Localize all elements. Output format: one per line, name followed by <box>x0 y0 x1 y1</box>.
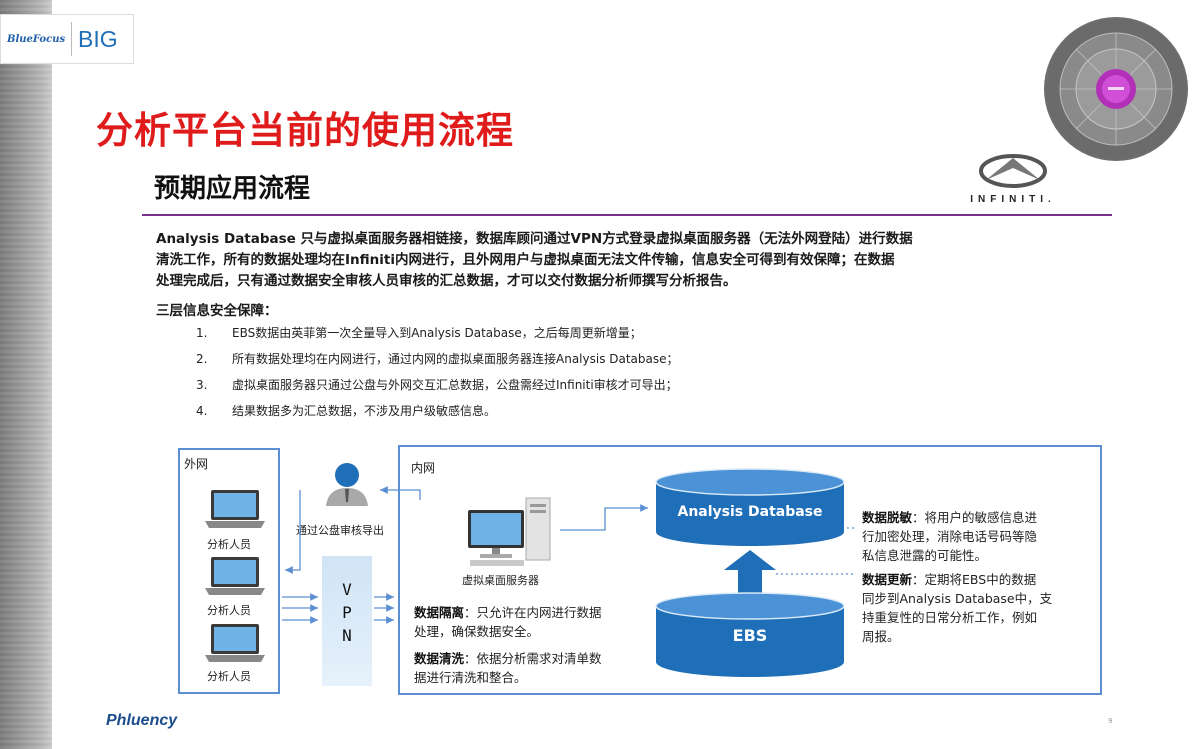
internal-network-label: 内网 <box>411 461 436 475</box>
note-data-isolation: 数据隔离：只允许在内网进行数据 处理，确保数据安全。 <box>414 603 602 641</box>
phluency-logo: Phluency <box>106 712 178 729</box>
list-text: EBS数据由英菲第一次全量导入到Analysis Database，之后每周更新… <box>232 326 642 340</box>
ebs-database-label: EBS <box>732 626 768 645</box>
laptop-icon <box>205 624 265 662</box>
wheel-icon <box>1046 19 1186 159</box>
external-network-label: 外网 <box>184 457 209 471</box>
list-number: 2. <box>196 352 208 366</box>
laptop-icon <box>205 557 265 595</box>
list-text: 所有数据处理均在内网进行，通过内网的虚拟桌面服务器连接Analysis Data… <box>232 352 679 366</box>
server-label: 虚拟桌面服务器 <box>462 574 539 587</box>
page-title: 分析平台当前的使用流程 <box>96 109 514 152</box>
note-data-cleaning: 数据清洗：依据分析需求对清单数 据进行清洗和整合。 <box>414 649 602 687</box>
logo-divider <box>71 22 72 56</box>
infiniti-emblem-icon <box>979 154 1047 188</box>
laptop-icon <box>205 490 265 528</box>
note-title: 数据隔离 <box>414 605 465 620</box>
intro-line: Analysis Database 只与虚拟桌面服务器相链接，数据库顾问通过VP… <box>156 231 913 247</box>
list-number: 4. <box>196 404 208 418</box>
note-text: ：定期将EBS中的数据 <box>912 572 1037 587</box>
virtual-desktop-server-icon <box>468 497 551 566</box>
list-number: 3. <box>196 378 208 392</box>
note-text: ：依据分析需求对清单数 <box>464 651 602 666</box>
note-line: 私信息泄露的可能性。 <box>862 548 988 563</box>
analyst-label: 分析人员 <box>207 604 251 617</box>
analysis-database-cylinder <box>655 468 845 546</box>
note-line: 数据更新：定期将EBS中的数据 <box>862 570 1052 589</box>
note-line: 行加密处理，消除电话号码等隐 <box>862 529 1038 544</box>
note-line: 数据隔离：只允许在内网进行数据 <box>414 603 602 622</box>
intro-line: 处理完成后，只有通过数据安全审核人员审核的汇总数据，才可以交付数据分析师撰写分析… <box>156 273 737 289</box>
note-line: 数据清洗：依据分析需求对清单数 <box>414 649 602 668</box>
note-line: 据进行清洗和整合。 <box>414 670 527 685</box>
sync-up-arrow-icon <box>724 550 776 594</box>
list-item: 1. EBS数据由英菲第一次全量导入到Analysis Database，之后每周… <box>196 324 679 350</box>
list-text: 结果数据多为汇总数据，不涉及用户级敏感信息。 <box>232 404 497 418</box>
security-heading: 三层信息安全保障： <box>156 303 278 319</box>
security-list: 1. EBS数据由英菲第一次全量导入到Analysis Database，之后每周… <box>196 324 679 428</box>
note-line: 同步到Analysis Database中，支 <box>862 591 1053 606</box>
vpn-letter: P <box>342 603 352 622</box>
reviewer-person-icon <box>326 463 368 506</box>
note-data-masking: 数据脱敏：将用户的敏感信息进 行加密处理，消除电话号码等隐 私信息泄露的可能性。 <box>862 508 1037 565</box>
infiniti-logo: INFINITI. <box>958 152 1068 212</box>
analyst-label: 分析人员 <box>207 670 251 683</box>
note-title: 数据清洗 <box>414 651 465 666</box>
note-line: 周报。 <box>862 629 900 644</box>
list-item: 4. 结果数据多为汇总数据，不涉及用户级敏感信息。 <box>196 402 679 428</box>
note-data-update: 数据更新：定期将EBS中的数据 同步到Analysis Database中，支 … <box>862 570 1052 646</box>
vpn-letter: V <box>342 580 352 599</box>
note-text: ：将用户的敏感信息进 <box>912 510 1038 525</box>
note-text: ：只允许在内网进行数据 <box>464 605 602 620</box>
list-number: 1. <box>196 326 208 340</box>
page-number: 9 <box>1108 717 1113 725</box>
bluefocus-logo: BlueFocus <box>7 33 66 45</box>
list-item: 2. 所有数据处理均在内网进行，通过内网的虚拟桌面服务器连接Analysis Da… <box>196 350 679 376</box>
big-logo: BIG <box>78 25 118 52</box>
list-item: 3. 虚拟桌面服务器只通过公盘与外网交互汇总数据，公盘需经过Infiniti审核才… <box>196 376 679 402</box>
title-divider <box>142 214 1112 216</box>
decorative-side-strip <box>0 0 52 749</box>
section-title: 预期应用流程 <box>154 174 311 204</box>
vpn-letter: N <box>342 626 352 645</box>
note-title: 数据更新 <box>862 572 913 587</box>
analyst-label: 分析人员 <box>207 538 251 551</box>
intro-paragraph: Analysis Database 只与虚拟桌面服务器相链接，数据库顾问通过VP… <box>156 229 1096 292</box>
analysis-database-label: Analysis Database <box>677 504 823 520</box>
vpn-label: V P N <box>322 578 372 647</box>
infiniti-wordmark: INFINITI. <box>970 194 1056 205</box>
company-logo: BlueFocus BIG <box>0 14 134 64</box>
intro-line: 清洗工作，所有的数据处理均在Infiniti内网进行，且外网用户与虚拟桌面无法文… <box>156 252 895 268</box>
reviewer-label: 通过公盘审核导出 <box>296 524 384 537</box>
list-text: 虚拟桌面服务器只通过公盘与外网交互汇总数据，公盘需经过Infiniti审核才可导… <box>232 378 678 392</box>
note-line: 数据脱敏：将用户的敏感信息进 <box>862 508 1037 527</box>
ebs-database-cylinder <box>655 592 845 677</box>
note-title: 数据脱敏 <box>862 510 913 525</box>
vpn-tunnel: V P N <box>322 556 372 686</box>
note-line: 处理，确保数据安全。 <box>414 624 540 639</box>
note-line: 持重复性的日常分析工作，例如 <box>862 610 1038 625</box>
process-wheel-graphic <box>1044 17 1188 161</box>
